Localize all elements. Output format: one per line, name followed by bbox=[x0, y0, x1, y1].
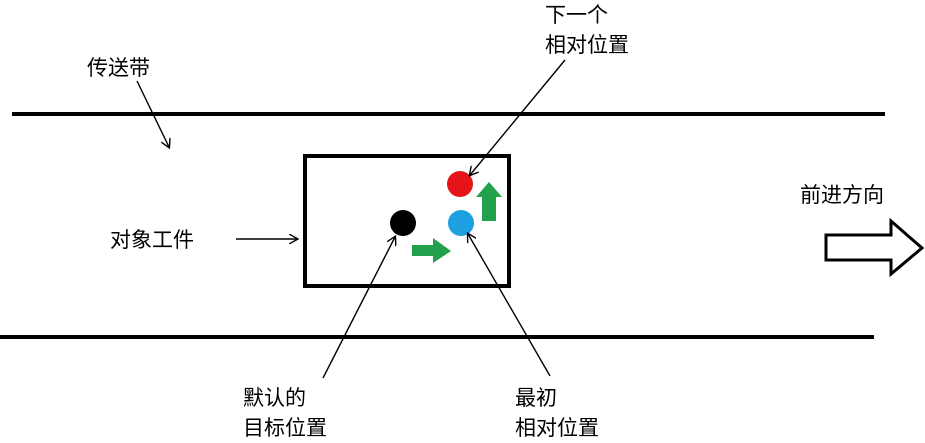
next-relative-point bbox=[447, 171, 473, 197]
conveyor-label: 传送带 bbox=[87, 56, 150, 80]
right-motion-arrow-icon bbox=[412, 238, 451, 263]
direction-arrow-icon bbox=[824, 217, 925, 278]
conveyor-pointer bbox=[136, 80, 169, 147]
initial-relative-label-line2: 相对位置 bbox=[515, 416, 599, 440]
initial-relative-point bbox=[448, 210, 474, 236]
workpiece-label: 对象工件 bbox=[110, 228, 194, 252]
initial-relative-pointer bbox=[468, 234, 551, 377]
up-motion-arrow-icon bbox=[476, 182, 502, 221]
next-relative-label-line2: 相对位置 bbox=[545, 33, 629, 57]
default-target-label-line1: 默认的 bbox=[243, 386, 306, 410]
default-target-label-line2: 目标位置 bbox=[243, 416, 327, 440]
workpiece-box bbox=[303, 154, 511, 288]
direction-label: 前进方向 bbox=[800, 183, 884, 207]
default-target-pointer bbox=[322, 237, 395, 379]
default-target-point bbox=[390, 210, 416, 236]
next-relative-pointer bbox=[470, 59, 566, 175]
next-relative-label-line1: 下一个 bbox=[545, 3, 608, 27]
initial-relative-label-line1: 最初 bbox=[515, 386, 557, 410]
